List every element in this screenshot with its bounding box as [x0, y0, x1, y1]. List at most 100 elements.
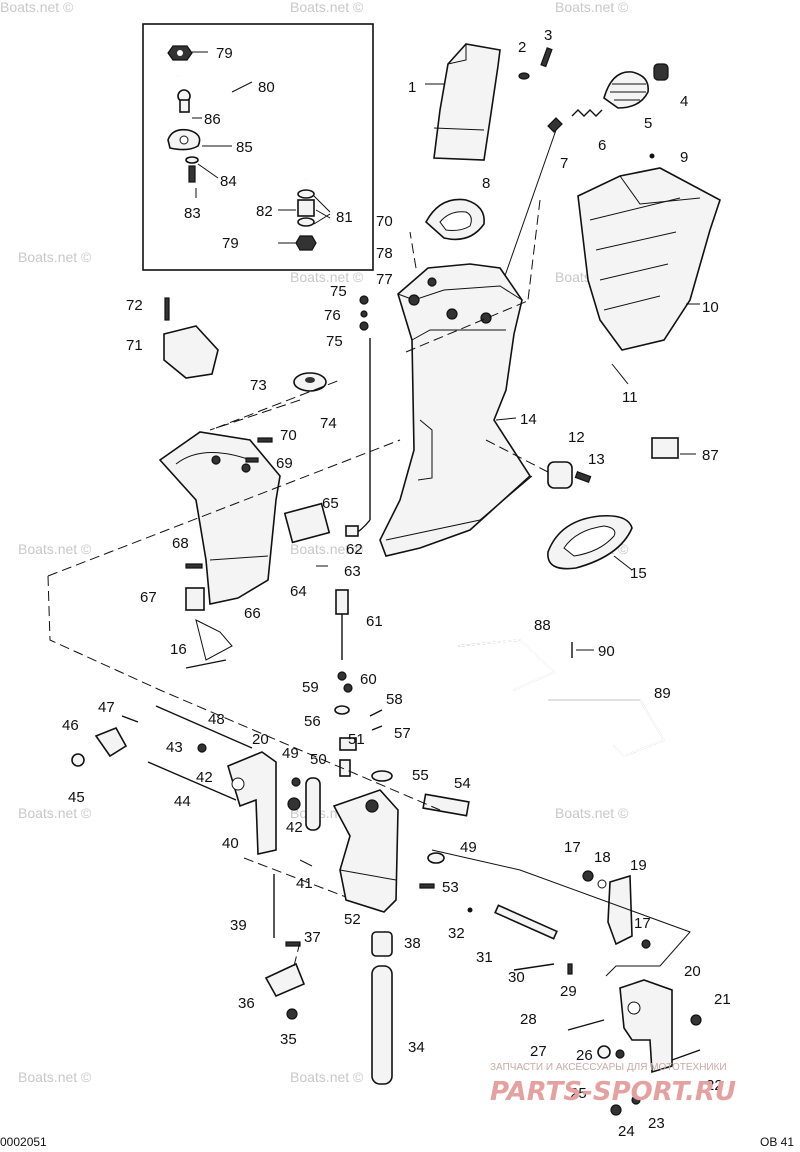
- part-label: 28: [520, 1011, 537, 1028]
- decal-part-87: [651, 437, 679, 459]
- part-label: 64: [290, 583, 307, 600]
- part-label: 30: [508, 969, 525, 986]
- part-label: 13: [588, 451, 605, 468]
- linkage-inset: [142, 23, 374, 271]
- part-label: 62: [346, 541, 363, 558]
- part-label: 45: [68, 789, 85, 806]
- part-label: 50: [310, 751, 327, 768]
- shift-rods: [334, 295, 393, 782]
- part-label: 11: [622, 389, 638, 406]
- diagram-code-right: OB 41: [760, 1135, 794, 1149]
- part-label: 34: [408, 1039, 425, 1056]
- part-label: 5: [644, 115, 652, 132]
- watermark: Boats.net ©: [0, 0, 74, 15]
- part-label: 56: [304, 713, 321, 730]
- part-label: 29: [560, 983, 577, 1000]
- right-clamp-bracket-group: [431, 849, 702, 1116]
- part-label: 48: [208, 711, 225, 728]
- part-label: 20: [252, 731, 269, 748]
- part-label: 41: [296, 875, 313, 892]
- watermark: Boats.net ©: [290, 0, 364, 15]
- part-label: 49: [282, 745, 299, 762]
- part-label: 38: [404, 935, 421, 952]
- part-label: 84: [220, 173, 237, 190]
- lower-cowl-part-10: [577, 167, 721, 385]
- watermark: Boats.net ©: [290, 269, 364, 285]
- part-label: 85: [236, 139, 253, 156]
- part-label: 16: [170, 641, 187, 658]
- part-label: 1: [408, 79, 416, 96]
- part-label: 27: [530, 1043, 547, 1060]
- diagram-code-left: 0002051: [0, 1135, 47, 1149]
- part-label: 22: [706, 1077, 723, 1094]
- part-label: 43: [166, 739, 183, 756]
- part-label: 61: [366, 613, 383, 630]
- part-label: 3: [544, 27, 552, 44]
- part-label: 79: [216, 45, 233, 62]
- part-label: 6: [598, 137, 606, 154]
- part-label: 72: [126, 297, 143, 314]
- part-label: 90: [598, 643, 615, 660]
- part-label: 58: [386, 691, 403, 708]
- tubes-88-89-90: [457, 639, 666, 757]
- part-label: 55: [412, 767, 429, 784]
- part-label: 17: [634, 915, 651, 932]
- part-label: 83: [184, 205, 201, 222]
- swivel-bracket-group: [71, 705, 470, 1085]
- part-label: 78: [376, 245, 393, 262]
- part-label: 74: [320, 415, 337, 432]
- part-label: 39: [230, 917, 247, 934]
- part-label: 35: [280, 1031, 297, 1048]
- watermark: Boats.net ©: [290, 541, 364, 557]
- gasket-part-15: [547, 514, 633, 571]
- mount-parts-12-13: [485, 439, 592, 489]
- part-label: 25: [570, 1085, 587, 1102]
- part-label: 60: [360, 671, 377, 688]
- part-label: 71: [126, 337, 143, 354]
- part-label: 7: [560, 155, 568, 172]
- part-label: 51: [348, 731, 365, 748]
- part-label: 36: [238, 995, 255, 1012]
- part-label: 23: [648, 1115, 665, 1132]
- part-label: 79: [222, 235, 239, 252]
- part-number-labels: 1 2 3 4 5 6 7 8 9 10 11 12 13 14 15 16 1…: [62, 27, 731, 1140]
- part-label: 75: [326, 333, 343, 350]
- watermark: Boats.net ©: [18, 1069, 92, 1085]
- watermark: Boats.net ©: [290, 1069, 364, 1085]
- part-label: 69: [276, 455, 293, 472]
- part-label: 42: [286, 819, 303, 836]
- part-label: 44: [174, 793, 191, 810]
- part-label: 19: [630, 857, 647, 874]
- part-label: 80: [258, 79, 275, 96]
- part-label: 37: [304, 929, 321, 946]
- part-label: 88: [534, 617, 551, 634]
- assembly-dash-lines: [47, 231, 531, 811]
- part-label: 53: [442, 879, 459, 896]
- brand-logo: PARTS-SPORT.RU: [490, 1077, 736, 1107]
- exhaust-tube-group: [424, 43, 669, 291]
- part-label: 73: [250, 377, 267, 394]
- part-label: 4: [680, 93, 688, 110]
- part-label: 86: [204, 111, 221, 128]
- part-label: 76: [324, 307, 341, 324]
- part-label: 47: [98, 699, 115, 716]
- part-label: 89: [654, 685, 671, 702]
- part-label: 14: [520, 411, 537, 428]
- part-label: 67: [140, 589, 157, 606]
- watermark: Boats.net ©: [555, 805, 629, 821]
- part-label: 65: [322, 495, 339, 512]
- part-label: 2: [518, 39, 526, 56]
- part-label: 66: [244, 605, 261, 622]
- part-label: 49: [460, 839, 477, 856]
- brand-tagline: ЗАПЧАСТИ И АКСЕССУАРЫ ДЛЯ МОТОТЕХНИКИ: [490, 1062, 727, 1073]
- part-label: 20: [684, 963, 701, 980]
- part-label: 81: [336, 209, 353, 226]
- part-label: 15: [630, 565, 647, 582]
- part-label: 12: [568, 429, 585, 446]
- part-label: 17: [564, 839, 581, 856]
- part-label: 52: [344, 911, 361, 928]
- part-label: 82: [256, 203, 273, 220]
- watermark: Boats.net ©: [18, 805, 92, 821]
- watermark: Boats.net ©: [18, 249, 92, 265]
